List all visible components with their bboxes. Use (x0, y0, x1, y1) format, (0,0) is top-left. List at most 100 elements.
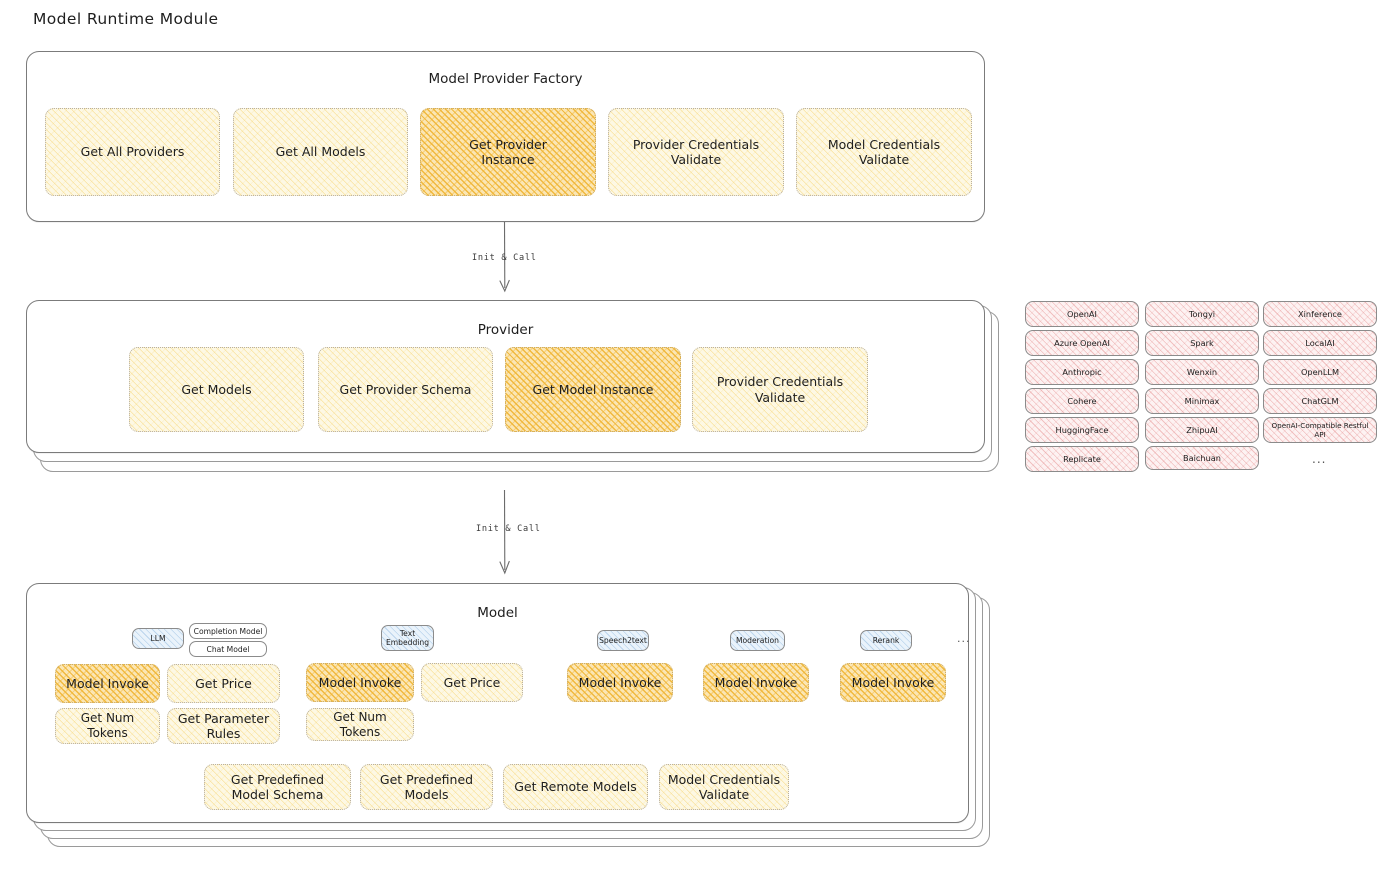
provider-action-get-models[interactable]: Get Models (129, 347, 304, 432)
moderation-action-model-invoke[interactable]: Model Invoke (703, 663, 809, 702)
provider-chip-minimax[interactable]: Minimax (1145, 388, 1259, 414)
provider-chip-label: Anthropic (1062, 367, 1102, 377)
model-shared-action-get-predefined-model-schema[interactable]: Get Predefined Model Schema (204, 764, 351, 810)
provider-list-more-ellipsis: ... (1312, 452, 1327, 466)
action-label: Get Remote Models (514, 779, 637, 795)
action-label: Model Invoke (714, 674, 798, 690)
provider-action-label: Get Provider Schema (339, 381, 472, 397)
provider-chip-label: Minimax (1184, 396, 1220, 406)
factory-action-model-credentials-validate[interactable]: Model Credentials Validate (796, 108, 972, 196)
text-embedding-action-get-num-tokens[interactable]: Get Num Tokens (306, 708, 414, 741)
rerank-action-model-invoke[interactable]: Model Invoke (840, 663, 946, 702)
provider-chip-label: Tongyi (1188, 309, 1216, 319)
provider-chip-anthropic[interactable]: Anthropic (1025, 359, 1139, 385)
provider-chip-huggingface[interactable]: HuggingFace (1025, 417, 1139, 443)
factory-action-label: Get All Models (275, 144, 366, 160)
action-label: Model Invoke (318, 674, 402, 690)
action-label: Get Price (195, 675, 252, 691)
provider-chip-replicate[interactable]: Replicate (1025, 446, 1139, 472)
text-embedding-action-model-invoke[interactable]: Model Invoke (306, 663, 414, 702)
factory-action-label: Model Credentials Validate (827, 136, 941, 168)
provider-chip-label: HuggingFace (1055, 425, 1109, 435)
arrow-factory-to-provider (499, 221, 510, 293)
factory-action-label: Get Provider Instance (469, 136, 547, 168)
llm-action-get-price[interactable]: Get Price (167, 664, 280, 703)
provider-chip-tongyi[interactable]: Tongyi (1145, 301, 1259, 327)
model-type-badge-speech2text[interactable]: Speech2text (597, 630, 649, 651)
model-subtype-label: Chat Model (206, 644, 250, 654)
speech2text-action-model-invoke[interactable]: Model Invoke (567, 663, 673, 702)
model-title: Model (477, 605, 518, 621)
model-type-badge-llm[interactable]: LLM (132, 628, 184, 649)
model-type-badge-moderation[interactable]: Moderation (730, 630, 785, 651)
factory-action-label: Get All Providers (80, 144, 185, 160)
provider-action-get-provider-schema[interactable]: Get Provider Schema (318, 347, 493, 432)
provider-chip-label: OpenAI-Compatible Restful API (1271, 421, 1369, 439)
model-shared-action-get-predefined-models[interactable]: Get Predefined Models (360, 764, 493, 810)
provider-chip-label: Cohere (1067, 396, 1097, 406)
provider-chip-wenxin[interactable]: Wenxin (1145, 359, 1259, 385)
provider-chip-spark[interactable]: Spark (1145, 330, 1259, 356)
provider-chip-label: OpenLLM (1300, 367, 1340, 377)
provider-chip-openllm[interactable]: OpenLLM (1263, 359, 1377, 385)
action-label: Get Price (443, 674, 501, 690)
provider-chip-baichuan[interactable]: Baichuan (1145, 446, 1259, 470)
factory-action-get-all-providers[interactable]: Get All Providers (45, 108, 220, 196)
llm-action-get-num-tokens[interactable]: Get Num Tokens (55, 708, 160, 744)
provider-chip-label: ZhipuAI (1186, 425, 1218, 435)
provider-chip-openai-compatible-restful-api[interactable]: OpenAI-Compatible Restful API (1263, 417, 1377, 443)
provider-chip-label: Baichuan (1183, 453, 1221, 463)
model-subtype-label: Completion Model (193, 626, 263, 636)
provider-chip-cohere[interactable]: Cohere (1025, 388, 1139, 414)
provider-chip-label: Replicate (1063, 454, 1101, 464)
provider-chip-openai[interactable]: OpenAI (1025, 301, 1139, 327)
model-type-label: Speech2text (599, 635, 647, 645)
text-embedding-action-get-price[interactable]: Get Price (421, 663, 523, 702)
provider-chip-zhipuai[interactable]: ZhipuAI (1145, 417, 1259, 443)
provider-chip-label: Spark (1190, 338, 1214, 348)
provider-chip-label: ChatGLM (1301, 396, 1339, 406)
model-shared-action-model-credentials-validate[interactable]: Model Credentials Validate (659, 764, 789, 810)
action-label: Model Credentials Validate (667, 771, 781, 803)
provider-action-label: Get Models (181, 381, 252, 397)
llm-action-model-invoke[interactable]: Model Invoke (55, 664, 160, 703)
model-shared-action-get-remote-models[interactable]: Get Remote Models (503, 764, 648, 810)
provider-chip-label: LocalAI (1305, 338, 1335, 348)
factory-action-label: Provider Credentials Validate (632, 136, 760, 168)
model-type-label: Text Embedding (385, 628, 430, 647)
factory-action-get-provider-instance[interactable]: Get Provider Instance (420, 108, 596, 196)
model-type-label: LLM (150, 633, 166, 643)
provider-chip-xinference[interactable]: Xinference (1263, 301, 1377, 327)
action-label: Model Invoke (66, 675, 149, 691)
factory-action-provider-credentials-validate[interactable]: Provider Credentials Validate (608, 108, 784, 196)
llm-action-get-parameter-rules[interactable]: Get Parameter Rules (167, 708, 280, 744)
provider-action-get-model-instance[interactable]: Get Model Instance (505, 347, 681, 432)
action-label: Get Parameter Rules (177, 710, 270, 742)
model-type-badge-rerank[interactable]: Rerank (860, 630, 912, 651)
arrow-provider-to-model (499, 489, 510, 575)
provider-action-label: Provider Credentials Validate (716, 374, 844, 405)
arrow-label-init-call-2: Init & Call (476, 524, 541, 534)
provider-chip-chatglm[interactable]: ChatGLM (1263, 388, 1377, 414)
model-provider-factory-title: Model Provider Factory (428, 71, 583, 87)
provider-container: Provider Get Models Get Provider Schema … (26, 300, 985, 453)
provider-action-label: Get Model Instance (532, 381, 654, 397)
model-provider-factory-container: Model Provider Factory Get All Providers… (26, 51, 985, 222)
provider-action-provider-credentials-validate[interactable]: Provider Credentials Validate (692, 347, 868, 432)
model-subtype-badge-chat-model[interactable]: Chat Model (189, 641, 267, 657)
model-types-more-ellipsis: ... (957, 632, 971, 645)
provider-chip-label: Azure OpenAI (1054, 338, 1110, 348)
arrow-label-init-call-1: Init & Call (472, 253, 537, 263)
model-type-label: Moderation (735, 635, 779, 645)
provider-chip-azure-openai[interactable]: Azure OpenAI (1025, 330, 1139, 356)
action-label: Model Invoke (578, 674, 662, 690)
model-subtype-badge-completion-model[interactable]: Completion Model (189, 623, 267, 639)
provider-chip-localai[interactable]: LocalAI (1263, 330, 1377, 356)
action-label: Get Predefined Models (379, 771, 474, 803)
provider-chip-label: Xinference (1298, 309, 1342, 319)
factory-action-get-all-models[interactable]: Get All Models (233, 108, 408, 196)
provider-chip-label: Wenxin (1186, 367, 1218, 377)
model-type-badge-text-embedding[interactable]: Text Embedding (381, 625, 434, 651)
provider-title: Provider (477, 322, 534, 338)
